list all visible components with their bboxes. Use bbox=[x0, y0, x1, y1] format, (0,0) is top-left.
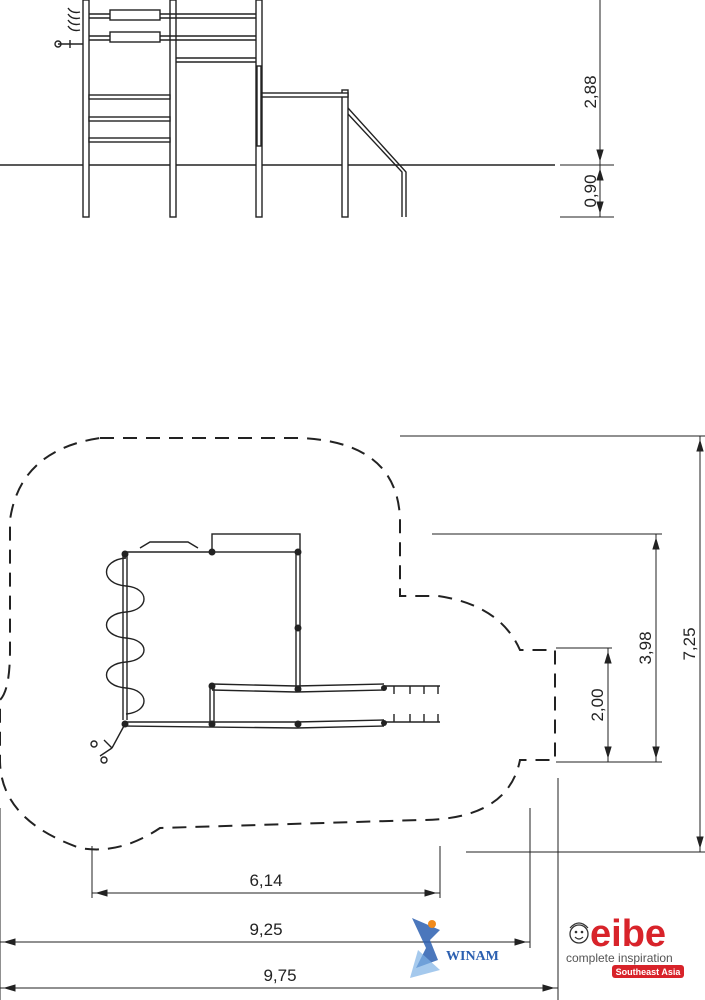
eibe-region-badge bbox=[612, 965, 684, 978]
eibe-face-icon bbox=[569, 922, 589, 944]
eibe-logo: eibe complete inspiration Southeast Asia bbox=[566, 913, 684, 978]
ladder-rungs bbox=[88, 94, 171, 143]
dim-width-outer: 9,75 bbox=[263, 966, 296, 985]
eibe-region: Southeast Asia bbox=[616, 967, 682, 977]
winam-wordmark: WINAM bbox=[446, 949, 499, 964]
dim-height-small: 2,00 bbox=[588, 688, 607, 721]
plan-dimensions bbox=[0, 435, 705, 1000]
ring-handles bbox=[54, 7, 83, 48]
elevation-dimensions bbox=[560, 0, 614, 218]
lower-bar bbox=[261, 92, 349, 98]
dim-height-above-ground: 2,88 bbox=[581, 75, 600, 108]
winam-logo: WINAM bbox=[410, 918, 499, 978]
dim-height-total: 7,25 bbox=[680, 627, 699, 660]
side-panel bbox=[256, 65, 262, 147]
eibe-wordmark: eibe bbox=[590, 913, 666, 955]
winam-figure-icon bbox=[412, 918, 440, 968]
dim-depth-below-ground: 0,90 bbox=[581, 174, 600, 207]
equipment-plan bbox=[90, 533, 440, 764]
elevation-view bbox=[0, 0, 555, 218]
dim-width-inner: 6,14 bbox=[249, 871, 282, 890]
dim-height-medium: 3,98 bbox=[636, 631, 655, 664]
safety-zone-outline bbox=[0, 437, 556, 851]
joints bbox=[121, 548, 387, 728]
top-bars bbox=[89, 9, 256, 63]
dim-width-middle: 9,25 bbox=[249, 920, 282, 939]
diagonal-pole bbox=[347, 107, 407, 217]
eibe-tagline: complete inspiration bbox=[566, 951, 673, 965]
